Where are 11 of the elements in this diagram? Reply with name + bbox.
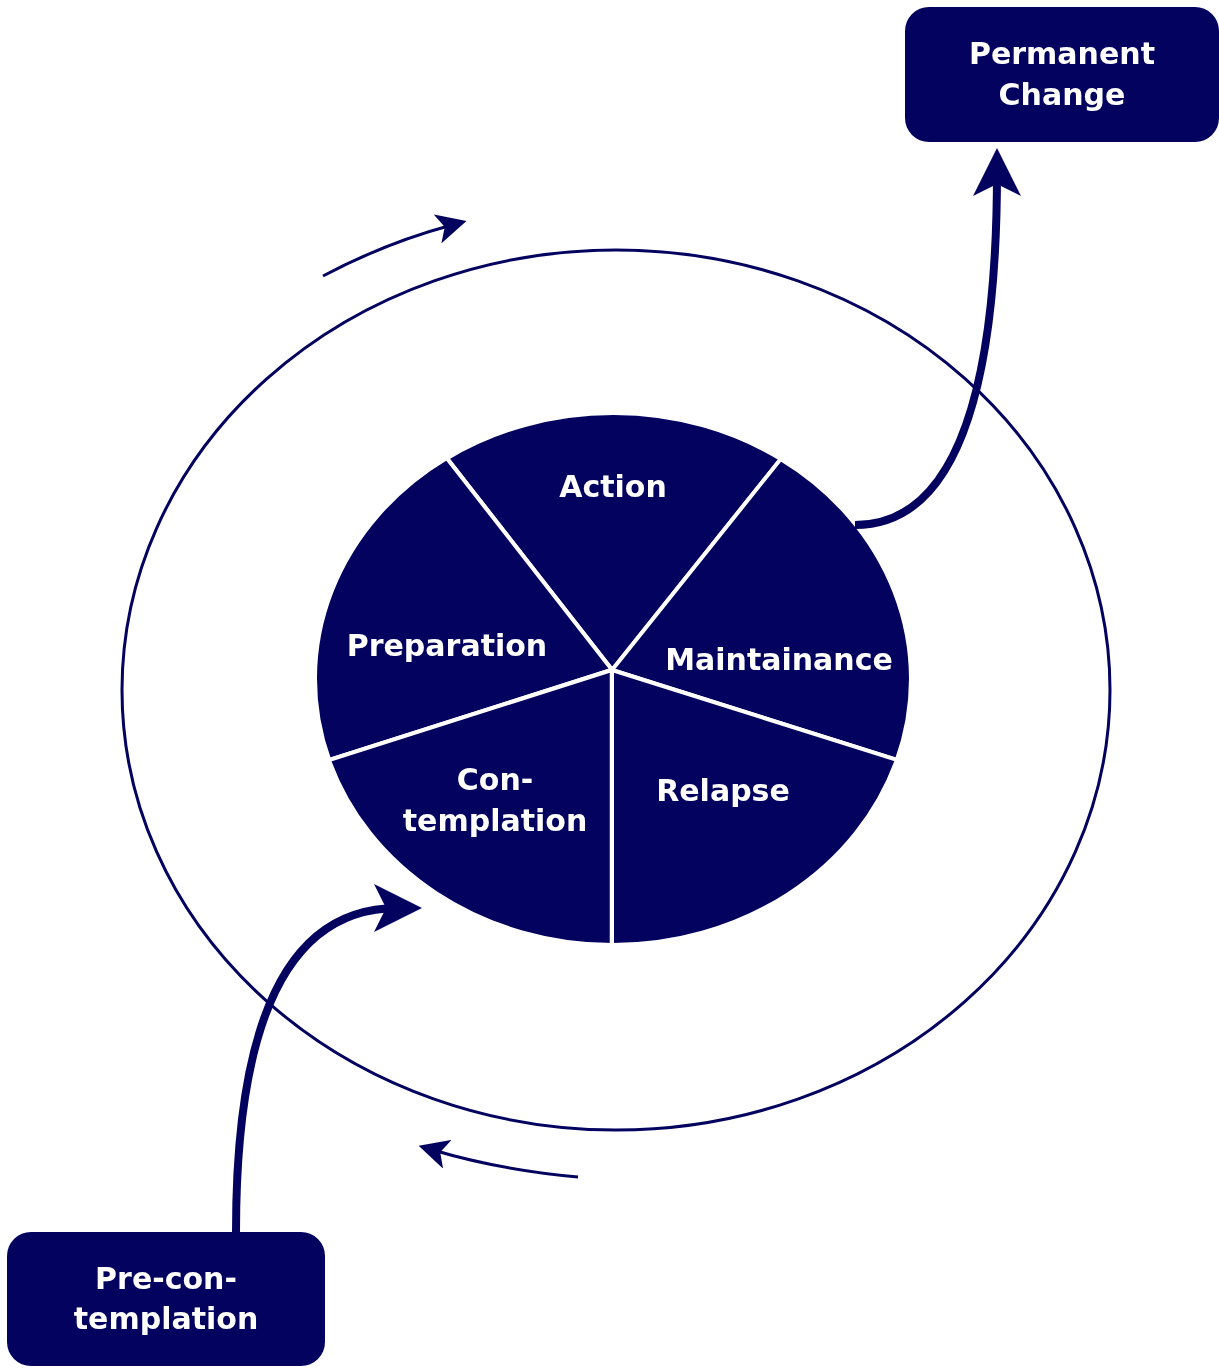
stage-label: Pre-con- templation — [72, 1259, 260, 1338]
stage-label: Con- templation — [401, 760, 589, 839]
stage-label: Maintainance — [665, 640, 893, 679]
stage-label: Action — [559, 467, 667, 506]
arrow — [854, 148, 1021, 529]
stage-box — [7, 1232, 325, 1366]
stage-label: Permanent Change — [967, 35, 1156, 114]
stage-label: Preparation — [346, 626, 548, 665]
stage-box — [905, 7, 1219, 142]
arrow — [232, 886, 422, 1233]
stage-label: Relapse — [656, 771, 790, 810]
